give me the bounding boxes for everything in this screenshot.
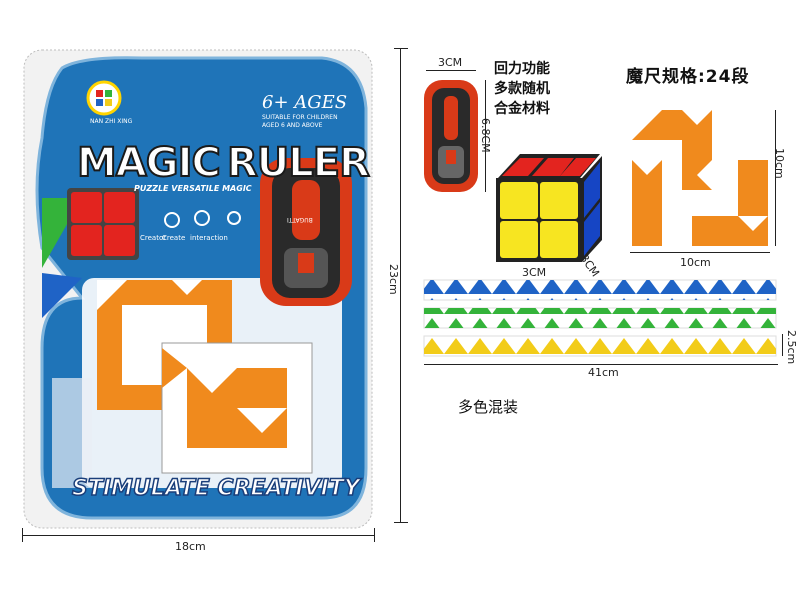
snake-width-label: 10cm [680, 256, 711, 269]
card-width-tick-left [22, 528, 23, 542]
package-card: NAN ZHI XING 6+ AGES SUITABLE FOR CHILDR… [22, 48, 374, 530]
snake-puzzle-square [632, 110, 768, 246]
bottom-banner: STIMULATE CREATIVITY [71, 475, 360, 502]
brand-logo-text: NAN ZHI XING [90, 118, 133, 125]
strip-height-label: 2.5cm [785, 330, 798, 365]
cube-width-label: 3CM [522, 266, 547, 279]
snake-height-line [775, 110, 776, 246]
pullback-car [424, 80, 478, 192]
subtitle: PUZZLE VERSATILE MAGIC [134, 184, 252, 193]
age-note-2: AGED 6 AND ABOVE [262, 122, 323, 129]
feature-1: Creator [140, 234, 167, 242]
package-card-art [23, 49, 373, 529]
car-text: BUGATTI [287, 216, 313, 223]
car-feature-3: 合金材料 [494, 101, 550, 117]
card-height-tick-top [394, 48, 408, 49]
car-width-label: 3CM [438, 56, 463, 69]
car-feature-2: 多款随机 [494, 81, 550, 97]
car-width-line [426, 70, 476, 71]
card-width-label: 18cm [175, 540, 206, 553]
card-height-label: 23cm [387, 264, 400, 295]
strip-length-line [424, 364, 778, 365]
title-right: RULER [226, 139, 371, 187]
car-length-label: 6.8CM [479, 118, 492, 153]
feature-2: Create [162, 234, 186, 242]
card-width-line [22, 535, 374, 536]
card-height-tick-bottom [394, 522, 408, 523]
snake-width-line [630, 252, 770, 253]
title-left: MAGIC [76, 139, 222, 187]
strip-length-label: 41cm [588, 366, 619, 379]
car-feature-1: 回力功能 [494, 61, 550, 77]
snake-height-label: 10cm [773, 148, 786, 179]
card-height-line [400, 48, 401, 522]
card-width-tick-right [374, 528, 375, 542]
spec-title: 魔尺规格:24段 [626, 67, 750, 87]
color-strips [423, 279, 777, 357]
age-note-1: SUITABLE FOR CHILDREN [262, 114, 338, 121]
age-label: 6+ AGES [262, 92, 348, 113]
strip-height-line [782, 334, 783, 356]
mixed-colors-note: 多色混装 [458, 398, 519, 416]
feature-3: interaction [190, 234, 228, 242]
car-length-line [485, 80, 486, 192]
cube-2x2 [496, 154, 602, 262]
